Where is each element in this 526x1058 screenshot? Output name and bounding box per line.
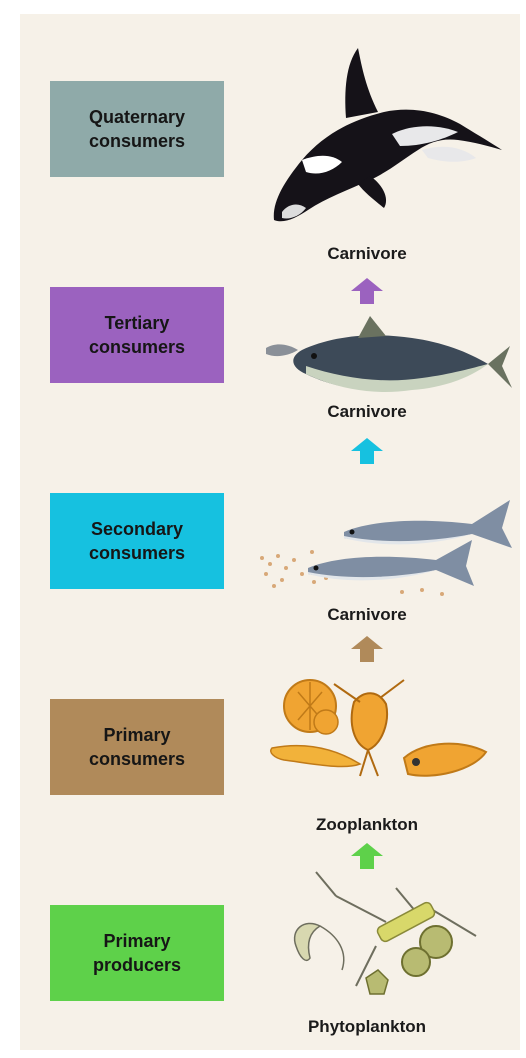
level-title-line2: consumers xyxy=(89,541,185,565)
arrow-up-icon xyxy=(351,843,383,869)
level-title-line1: Primary xyxy=(93,929,181,953)
level-title-line1: Tertiary xyxy=(89,311,185,335)
arrow-up-icon xyxy=(351,438,383,464)
level-title-line1: Primary xyxy=(89,723,185,747)
level-title-line1: Secondary xyxy=(89,517,185,541)
organism-label-carnivore: Carnivore xyxy=(327,244,406,264)
level-title-line2: consumers xyxy=(89,335,185,359)
level-title-line2: consumers xyxy=(89,747,185,771)
small-fish-icon xyxy=(252,490,514,600)
phytoplankton-icon xyxy=(276,866,496,1006)
arrow-up-icon xyxy=(351,278,383,304)
organism-label-carnivore: Carnivore xyxy=(327,605,406,625)
zooplankton-icon xyxy=(264,672,504,802)
level-title-line2: producers xyxy=(93,953,181,977)
organism-label-zooplankton: Zooplankton xyxy=(316,815,418,835)
orca-icon xyxy=(262,42,512,232)
arrow-up-icon xyxy=(351,636,383,662)
level-title-line2: consumers xyxy=(89,129,185,153)
level-title-line1: Quaternary xyxy=(89,105,185,129)
organism-label-carnivore: Carnivore xyxy=(327,402,406,422)
organism-label-phytoplankton: Phytoplankton xyxy=(308,1017,426,1037)
